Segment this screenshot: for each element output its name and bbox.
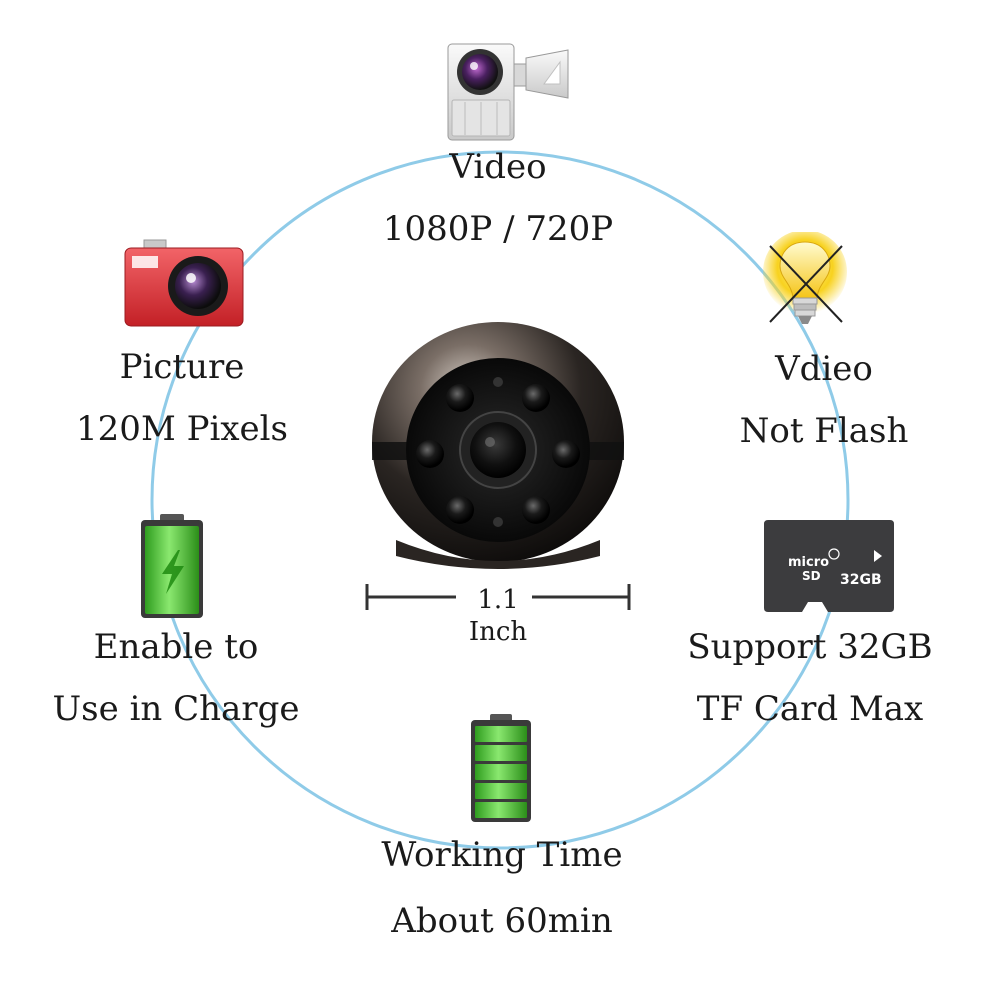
feature-charge-detail: Use in Charge	[52, 689, 300, 729]
size-unit: Inch	[468, 617, 528, 647]
feature-video-detail: 1080P / 720P	[382, 209, 614, 249]
feature-flash: Vdieo Not Flash	[674, 352, 974, 448]
feature-picture: Picture 120M Pixels	[32, 350, 332, 446]
feature-flash-detail: Not Flash	[739, 411, 909, 451]
card-capacity: 32GB	[840, 572, 882, 588]
crossed-bulb-icon	[763, 232, 847, 324]
feature-picture-detail: 120M Pixels	[76, 409, 288, 449]
feature-card: Support 32GB TF Card Max	[660, 630, 960, 726]
feature-battery-detail: About 60min	[391, 901, 613, 941]
photo-camera-icon	[124, 239, 244, 327]
charging-battery-icon	[141, 514, 203, 618]
feature-battery-title: Working Time	[381, 835, 623, 875]
feature-card-title: Support 32GB	[687, 627, 933, 667]
feature-charge-title: Enable to	[93, 627, 259, 667]
video-camera-icon	[447, 43, 569, 141]
feature-charge: Enable to Use in Charge	[26, 630, 326, 726]
feature-picture-title: Picture	[119, 347, 245, 387]
full-battery-icon	[471, 714, 531, 822]
feature-battery: Working Time About 60min	[352, 838, 652, 938]
size-dimension-line	[365, 584, 631, 610]
card-brand-top: micro	[788, 555, 829, 570]
feature-card-detail: TF Card Max	[696, 689, 924, 729]
size-value: 1.1	[477, 585, 519, 615]
spherical-camera-icon	[372, 322, 624, 569]
feature-video-title: Video	[449, 147, 547, 187]
feature-video: Video 1080P / 720P	[348, 150, 648, 246]
size-label: 1.1 Inch	[438, 584, 558, 648]
card-brand-sd: SD	[802, 569, 821, 583]
microsd-card-icon: micro SD 32GB	[764, 520, 894, 612]
feature-flash-title: Vdieo	[775, 349, 873, 389]
